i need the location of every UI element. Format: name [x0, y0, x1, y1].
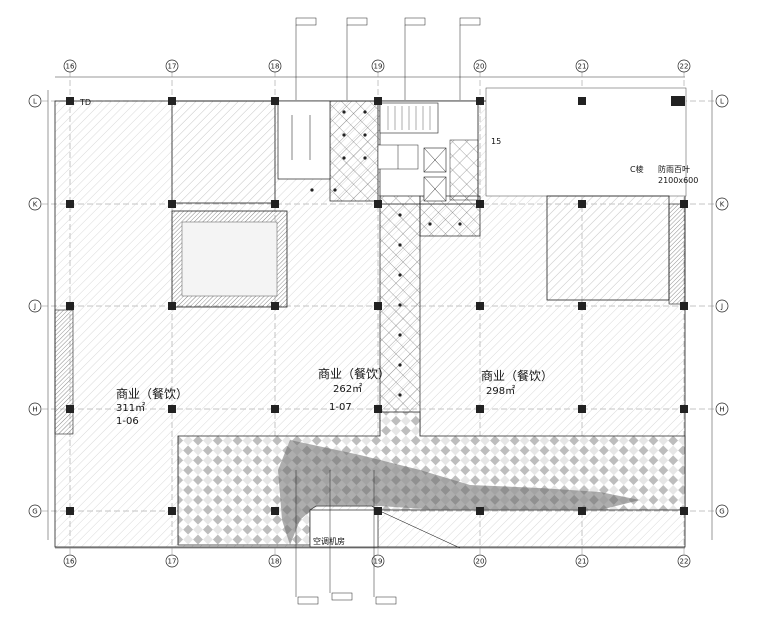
- svg-text:G: G: [32, 508, 37, 516]
- room-label-1-07: 商业（餐饮） 262㎡ 1-07: [318, 366, 390, 413]
- grid-bubble-top-20: 20: [473, 59, 487, 73]
- door-label: TD: [79, 98, 91, 107]
- room-label-1-06: 商业（餐饮） 311㎡ 1-06: [116, 386, 188, 427]
- grid-bubble-bottom-18: 18: [268, 554, 282, 568]
- svg-text:J: J: [33, 303, 36, 311]
- room-code: 1-06: [116, 416, 139, 427]
- svg-text:H: H: [719, 406, 724, 414]
- room-code: 1-07: [329, 402, 352, 413]
- svg-text:18: 18: [271, 63, 280, 71]
- svg-text:G: G: [719, 508, 724, 516]
- svg-text:16: 16: [66, 63, 75, 71]
- grid-bubble-top-22: 22: [677, 59, 691, 73]
- louver-label: 防雨百叶: [658, 164, 690, 174]
- grid-bubble-bottom-21: 21: [575, 554, 589, 568]
- room-name: 商业（餐饮）: [318, 366, 390, 381]
- grid-bubble-top-21: 21: [575, 59, 589, 73]
- svg-text:H: H: [32, 406, 37, 414]
- stair-level-label: 15: [491, 137, 501, 146]
- svg-text:21: 21: [578, 558, 587, 566]
- grid-bubble-right-K: K: [715, 197, 729, 211]
- grid-bubble-left-G: G: [28, 504, 42, 518]
- room-area: 311㎡: [116, 402, 145, 414]
- svg-text:22: 22: [680, 558, 689, 566]
- svg-text:19: 19: [374, 558, 383, 566]
- svg-text:K: K: [720, 201, 725, 209]
- svg-text:L: L: [33, 98, 37, 106]
- section-callouts-bottom: [295, 470, 397, 605]
- svg-text:21: 21: [578, 63, 587, 71]
- mechanical-room-label: 空调机房: [313, 536, 345, 546]
- grid-bubble-top-17: 17: [165, 59, 179, 73]
- svg-text:20: 20: [476, 558, 485, 566]
- grid-bubbles-left: L K J H G: [28, 94, 42, 518]
- grid-bubble-bottom-17: 17: [165, 554, 179, 568]
- room-label-right: 商业（餐饮） 298㎡: [481, 368, 553, 397]
- room-name: 商业（餐饮）: [116, 386, 188, 401]
- grid-bubble-bottom-16: 16: [63, 554, 77, 568]
- grid-bubble-top-19: 19: [371, 59, 385, 73]
- grid-bubble-top-18: 18: [268, 59, 282, 73]
- grid-bubbles-bottom: 16 17 18 19 20 21 22: [63, 554, 691, 568]
- grid-bubble-left-H: H: [28, 402, 42, 416]
- dimension-lines: [47, 76, 713, 549]
- room-area: 298㎡: [486, 385, 515, 397]
- grid-bubble-top-16: 16: [63, 59, 77, 73]
- louver-prefix-label: C棱: [630, 164, 644, 174]
- room-name: 商业（餐饮）: [481, 368, 553, 383]
- svg-text:18: 18: [271, 558, 280, 566]
- svg-text:17: 17: [168, 63, 177, 71]
- svg-text:L: L: [720, 98, 724, 106]
- svg-text:J: J: [720, 303, 723, 311]
- svg-text:19: 19: [374, 63, 383, 71]
- grid-bubble-right-L: L: [715, 94, 729, 108]
- corridor-fixtures: [310, 110, 462, 397]
- grid-bubble-right-H: H: [715, 402, 729, 416]
- grid-bubble-right-J: J: [715, 299, 729, 313]
- floor-area: [54, 87, 687, 549]
- room-area: 262㎡: [333, 383, 362, 395]
- louver-size-label: 2100x600: [658, 176, 698, 185]
- grid-bubbles-top: 16 17 18 19 20 21 22: [63, 59, 691, 73]
- svg-text:17: 17: [168, 558, 177, 566]
- grid-bubble-bottom-19: 19: [371, 554, 385, 568]
- grid-bubbles-right: L K J H G: [715, 94, 729, 518]
- svg-text:K: K: [33, 201, 38, 209]
- structural-columns: [66, 96, 688, 515]
- svg-text:22: 22: [680, 63, 689, 71]
- grid-bubble-bottom-22: 22: [677, 554, 691, 568]
- svg-text:20: 20: [476, 63, 485, 71]
- grid-bubble-left-J: J: [28, 299, 42, 313]
- section-callouts-top: [295, 17, 481, 100]
- grid-bubble-left-K: K: [28, 197, 42, 211]
- svg-text:16: 16: [66, 558, 75, 566]
- grid-bubble-bottom-20: 20: [473, 554, 487, 568]
- grid-bubble-right-G: G: [715, 504, 729, 518]
- grid-bubble-left-L: L: [28, 94, 42, 108]
